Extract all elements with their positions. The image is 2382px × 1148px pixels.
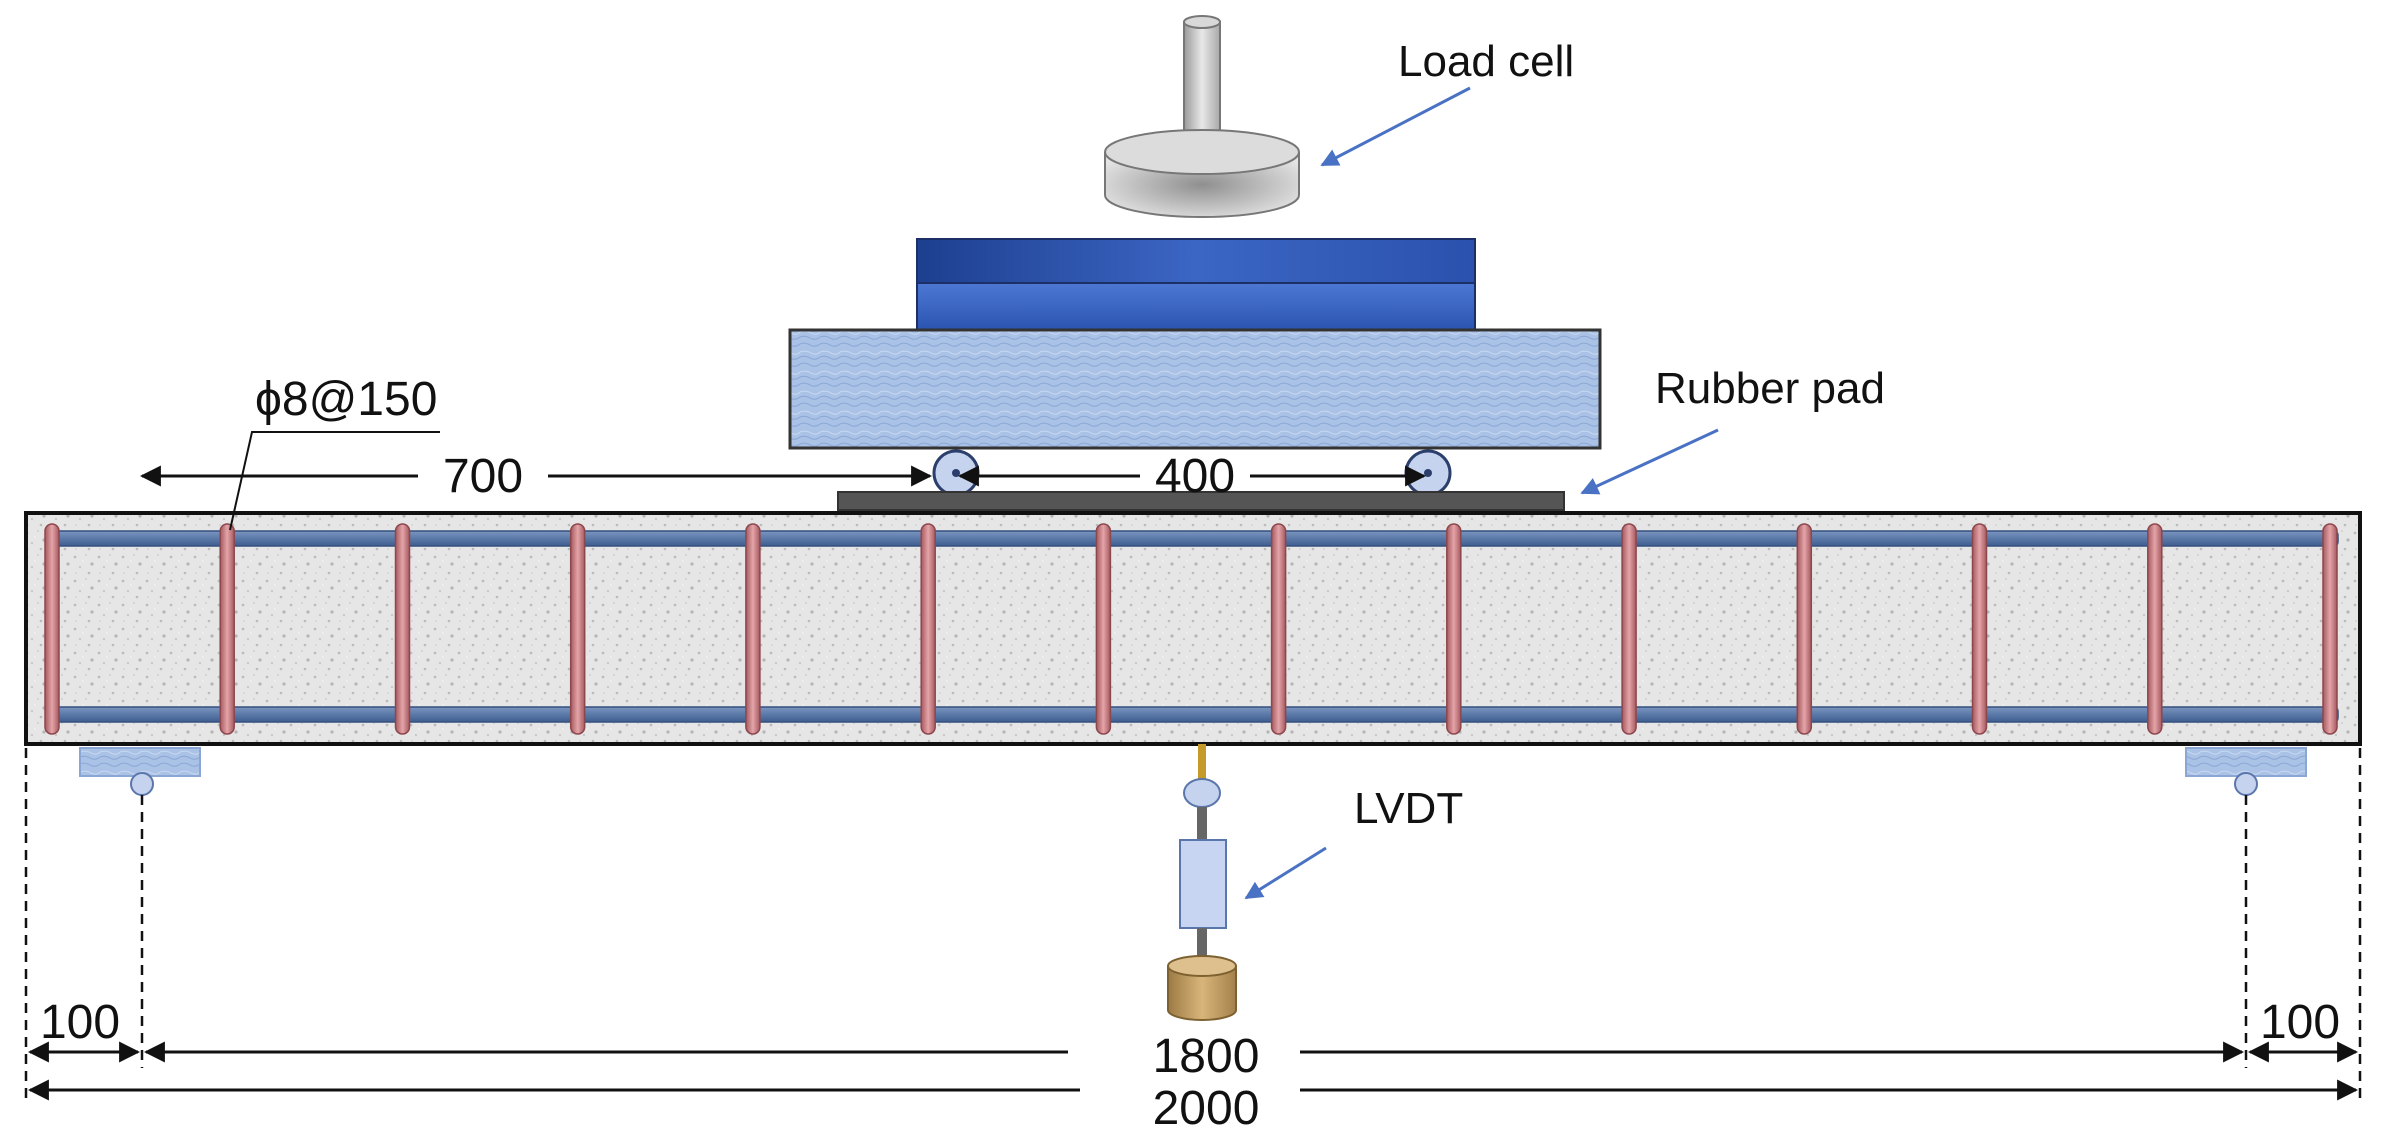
stirrup: [394, 523, 411, 735]
stirrup: [569, 523, 586, 735]
concrete-beam: [24, 511, 2362, 746]
steel-plate-bottom: [916, 282, 1476, 331]
stirrups: [44, 523, 2338, 735]
stirrup: [219, 523, 235, 735]
loading-roller-left: [932, 449, 980, 497]
stirrup: [2322, 523, 2338, 735]
stirrup: [745, 523, 761, 735]
dim-label-700: 700: [443, 450, 523, 503]
lvdt-base: [1167, 966, 1237, 1021]
stirrup: [1971, 523, 1988, 735]
stirrup: [1621, 523, 1637, 735]
lvdt-label: LVDT: [1354, 784, 1463, 833]
stirrup: [920, 523, 936, 735]
lvdt-assembly: [1167, 744, 1237, 1021]
dim-label-100-right: 100: [2260, 996, 2340, 1049]
bottom-longitudinal-bar: [47, 706, 2339, 723]
stirrup: [2147, 523, 2163, 735]
dim-label-100-left: 100: [40, 996, 120, 1049]
stirrup: [1095, 523, 1112, 735]
support-right: [2185, 747, 2307, 796]
load-cell-pointer: [1320, 86, 1471, 167]
stirrup: [44, 523, 60, 735]
dim-label-2000: 2000: [1153, 1082, 1260, 1135]
rubber-pad-pointer: [1580, 428, 1719, 495]
top-longitudinal-bar: [47, 530, 2339, 547]
stirrup: [1796, 523, 1813, 735]
dim-label-1800: 1800: [1153, 1030, 1260, 1083]
rubber-pad: [837, 491, 1565, 511]
stirrup-spec-label: ϕ8@150: [255, 373, 437, 426]
lvdt-body: [1179, 839, 1227, 929]
load-cell: [1104, 15, 1300, 218]
stirrup: [1446, 523, 1462, 735]
lvdt-pointer: [1244, 846, 1327, 900]
stirrup-spec-leader: [229, 431, 440, 531]
stirrup: [1270, 523, 1287, 735]
spreader-beam: [788, 328, 1602, 450]
loading-roller-right: [1404, 449, 1452, 497]
steel-plate-top: [916, 238, 1476, 284]
rubber-pad-label: Rubber pad: [1655, 364, 1885, 413]
load-cell-label: Load cell: [1398, 37, 1574, 86]
extension-lines: [24, 748, 2362, 1100]
support-left: [79, 747, 201, 796]
dim-label-400: 400: [1155, 450, 1235, 503]
